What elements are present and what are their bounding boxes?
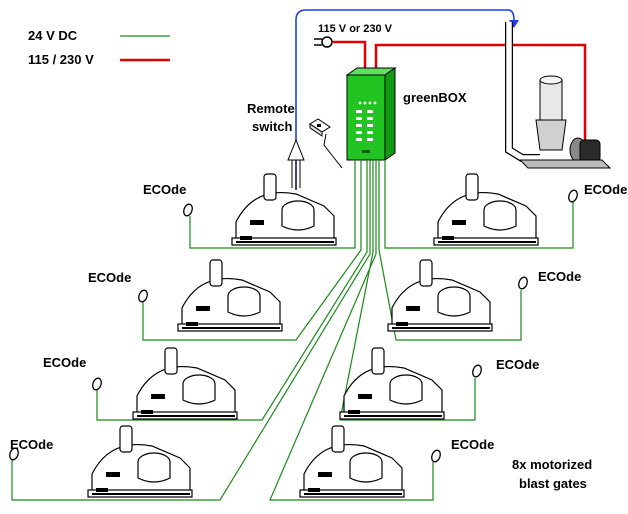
ecode-sensor-icon <box>429 448 443 464</box>
blast-gate-machine-6 <box>339 347 445 420</box>
power-plug-icon <box>314 36 333 48</box>
ecode-sensor-icon <box>470 363 484 379</box>
blast-gate-machine-1 <box>231 173 337 246</box>
greenbox-label: greenBOX <box>403 90 467 105</box>
ecode-label-6: ECOde <box>496 357 539 372</box>
ecode-label-4: ECOde <box>538 269 581 284</box>
ecode-sensor-icon <box>136 288 150 304</box>
ecode-sensor-icon <box>90 376 104 392</box>
remote-switch-label-line2: switch <box>252 119 293 134</box>
ecode-label-2: ECOde <box>584 182 627 197</box>
ecode-label-7: ECOde <box>10 437 53 452</box>
remote-switch-icon <box>309 118 331 137</box>
collector-power-line <box>374 43 587 140</box>
dust-collector-icon <box>505 22 612 169</box>
blast-gate-machine-8 <box>299 425 405 498</box>
blast-gate-machine-5 <box>132 347 238 420</box>
ecode-label-8: ECOde <box>451 437 494 452</box>
power-label: 115 V or 230 V <box>318 23 393 35</box>
dc-wiring <box>11 160 574 501</box>
mains-feed-line <box>333 40 367 72</box>
ecode-label-3: ECOde <box>88 270 131 285</box>
blast-gates-caption-line1: 8x motorized <box>512 457 592 472</box>
blast-gate-machine-2 <box>433 173 539 246</box>
legend: 24 V DC 115 / 230 V <box>28 28 170 67</box>
ecode-sensor-icon <box>566 188 580 204</box>
ecode-label-5: ECOde <box>43 355 86 370</box>
remote-switch-label-line1: Remote <box>247 101 295 116</box>
legend-ac-label: 115 / 230 V <box>28 52 94 67</box>
greenbox <box>345 67 397 161</box>
ecode-sensor-icon <box>516 275 530 291</box>
remote-signal-line <box>295 9 515 190</box>
remote-signal-arrow-icon <box>287 138 305 190</box>
blast-gate-machine-3 <box>177 259 283 332</box>
ecode-label-1: ECOde <box>143 182 186 197</box>
blast-gates-caption-line2: blast gates <box>519 476 587 491</box>
blast-gate-machine-4 <box>387 259 493 332</box>
ecode-sensor-icon <box>181 202 195 218</box>
blast-gate-machine-7 <box>87 425 193 498</box>
legend-dc-label: 24 V DC <box>28 28 78 43</box>
